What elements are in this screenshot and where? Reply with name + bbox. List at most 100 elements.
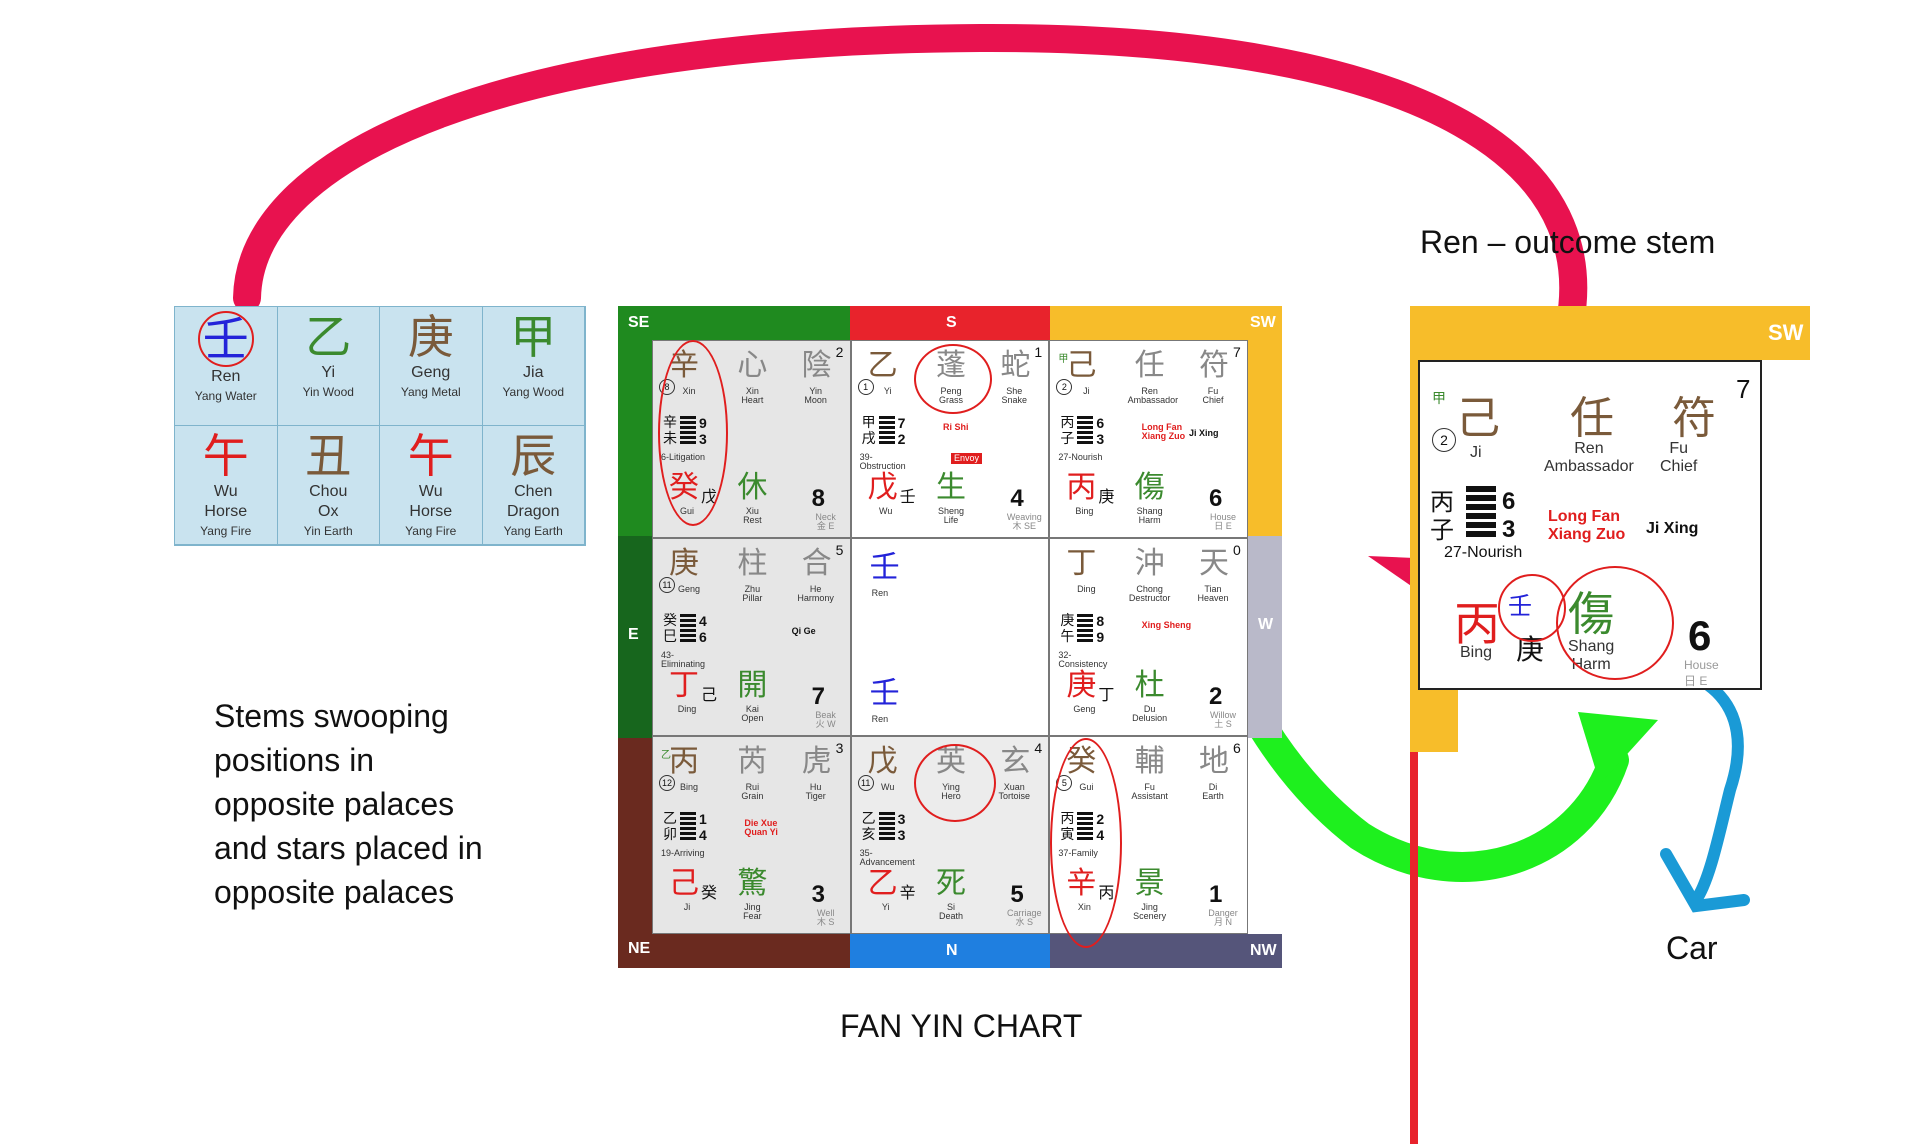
hexagram-lines-icon xyxy=(878,812,895,842)
deity-glyph: 玄 xyxy=(1000,744,1031,779)
top-label: Rui Grain xyxy=(741,782,764,801)
hexagram-lines-icon xyxy=(1077,416,1094,446)
bottom-label: Du Delusion xyxy=(1132,704,1168,723)
blue-arrow xyxy=(1616,659,1744,906)
stem-name: Geng xyxy=(411,364,451,381)
zoom-small-stem: 甲 xyxy=(1432,391,1446,407)
chart-title: FAN YIN CHART xyxy=(840,1008,1083,1044)
highlight-circle xyxy=(914,344,992,414)
palace-tag: Die Xue Quan Yi xyxy=(744,818,778,837)
hexagram-lines-icon xyxy=(1077,614,1094,644)
direction-label: NE xyxy=(628,940,651,957)
hexagram-name: 43- Eliminating xyxy=(661,650,706,669)
stems-note: Stems swooping positions in opposite pal… xyxy=(214,694,544,914)
hexagram-lines-icon xyxy=(680,614,696,644)
top-label: Xuan Tortoise xyxy=(998,782,1031,801)
zoom-corner-number: 7 xyxy=(1736,374,1751,404)
stem-animal: Dragon xyxy=(507,503,560,520)
hex-line xyxy=(680,822,696,825)
door-number: 3 xyxy=(811,881,826,908)
palace-number-circle: 11 xyxy=(857,775,874,791)
door-glyph: 開 xyxy=(737,668,768,703)
stem-element: Yin Earth xyxy=(303,524,353,538)
zoom-highlight-circle xyxy=(1556,566,1674,680)
hex-line xyxy=(1077,634,1094,637)
direction-label: S xyxy=(946,314,957,331)
stem-name: Wu xyxy=(418,483,443,500)
top-label: Di Earth xyxy=(1202,782,1224,801)
corner-number: 0 xyxy=(1232,542,1241,558)
bottom-label: Yi xyxy=(881,902,890,912)
hex-line xyxy=(680,837,696,840)
hex-line xyxy=(680,832,696,835)
door-label: Willow 土 S xyxy=(1209,710,1236,729)
earth-stem: 丙 xyxy=(669,744,699,779)
stem-element: Yang Wood xyxy=(502,385,565,399)
hex-line xyxy=(1077,416,1094,419)
stem-name: Ren xyxy=(211,368,241,385)
stem-glyph: 庚 xyxy=(407,310,454,364)
hex-line xyxy=(680,634,696,637)
top-label: Wu xyxy=(880,782,895,792)
star-glyph: 芮 xyxy=(737,744,768,779)
deity-glyph: 蛇 xyxy=(1000,348,1031,383)
outcome-stem-caption: Ren – outcome stem xyxy=(1420,224,1716,260)
door-glyph: 杜 xyxy=(1134,668,1165,703)
zoom-hexagram-lines-icon xyxy=(1466,486,1496,540)
bottom-label: Bing xyxy=(1075,506,1094,516)
zoom-label-ji: Ji xyxy=(1470,444,1482,461)
hexagram-name: 19-Arriving xyxy=(661,848,705,858)
direction-band-s: S xyxy=(850,306,1050,340)
center-bottom-label: Ren xyxy=(871,714,889,724)
zoom-door-label: House 日 E xyxy=(1684,658,1719,688)
door-label: Danger 月 N xyxy=(1208,908,1238,927)
corner-number: 6 xyxy=(1232,740,1241,756)
hex-line xyxy=(1466,513,1496,519)
palace-tag: Ri Shi xyxy=(942,422,969,432)
direction-label: E xyxy=(628,626,639,643)
top-label: Bing xyxy=(679,782,698,792)
deity-glyph: 合 xyxy=(801,546,832,581)
door-label: House 日 E xyxy=(1209,512,1236,531)
stem-glyph: 甲 xyxy=(510,310,557,364)
hex-line xyxy=(1077,441,1094,444)
direction-label: N xyxy=(946,942,958,959)
door-label: Beak 火 W xyxy=(815,710,836,729)
note-line: Stems swooping xyxy=(214,698,449,734)
note-line: and stars placed in xyxy=(214,830,483,866)
bottom-label: Xiu Rest xyxy=(743,506,762,525)
bottom-label: Ding xyxy=(677,704,697,714)
top-label: Xin Heart xyxy=(741,386,764,405)
hex-line xyxy=(1466,486,1496,492)
direction-label: NW xyxy=(1250,942,1277,959)
stem-name: Chen xyxy=(514,483,553,500)
stem-element: Yang Water xyxy=(194,389,257,403)
direction-band-w: W xyxy=(1248,536,1282,738)
stem-element: Yang Fire xyxy=(405,524,457,538)
envoy-badge: Envoy xyxy=(950,453,982,464)
stem-glyph: 辰 xyxy=(510,429,557,483)
hexagram-stems: 癸 巳 xyxy=(663,613,677,645)
earth-stem: 庚 xyxy=(669,546,699,581)
hex-line xyxy=(680,614,696,617)
stem-glyph: 丑 xyxy=(305,429,352,483)
zoom-hex-stems: 丙 子 xyxy=(1430,488,1454,544)
zoom-hex-numbers: 6 3 xyxy=(1502,488,1516,543)
door-number: 8 xyxy=(811,485,826,512)
zoom-deity-glyph: 符 xyxy=(1672,393,1716,444)
palace-number-circle: 12 xyxy=(659,775,675,791)
zoom-hexagram-name: 27-Nourish xyxy=(1444,544,1523,561)
hex-line xyxy=(1466,504,1496,510)
top-label: Hu Tiger xyxy=(805,782,826,801)
deity-glyph: 符 xyxy=(1198,348,1229,383)
corner-number: 2 xyxy=(835,344,844,360)
top-label: Ren Ambassador xyxy=(1127,386,1179,405)
hexagram-stems: 乙 亥 xyxy=(861,811,876,843)
